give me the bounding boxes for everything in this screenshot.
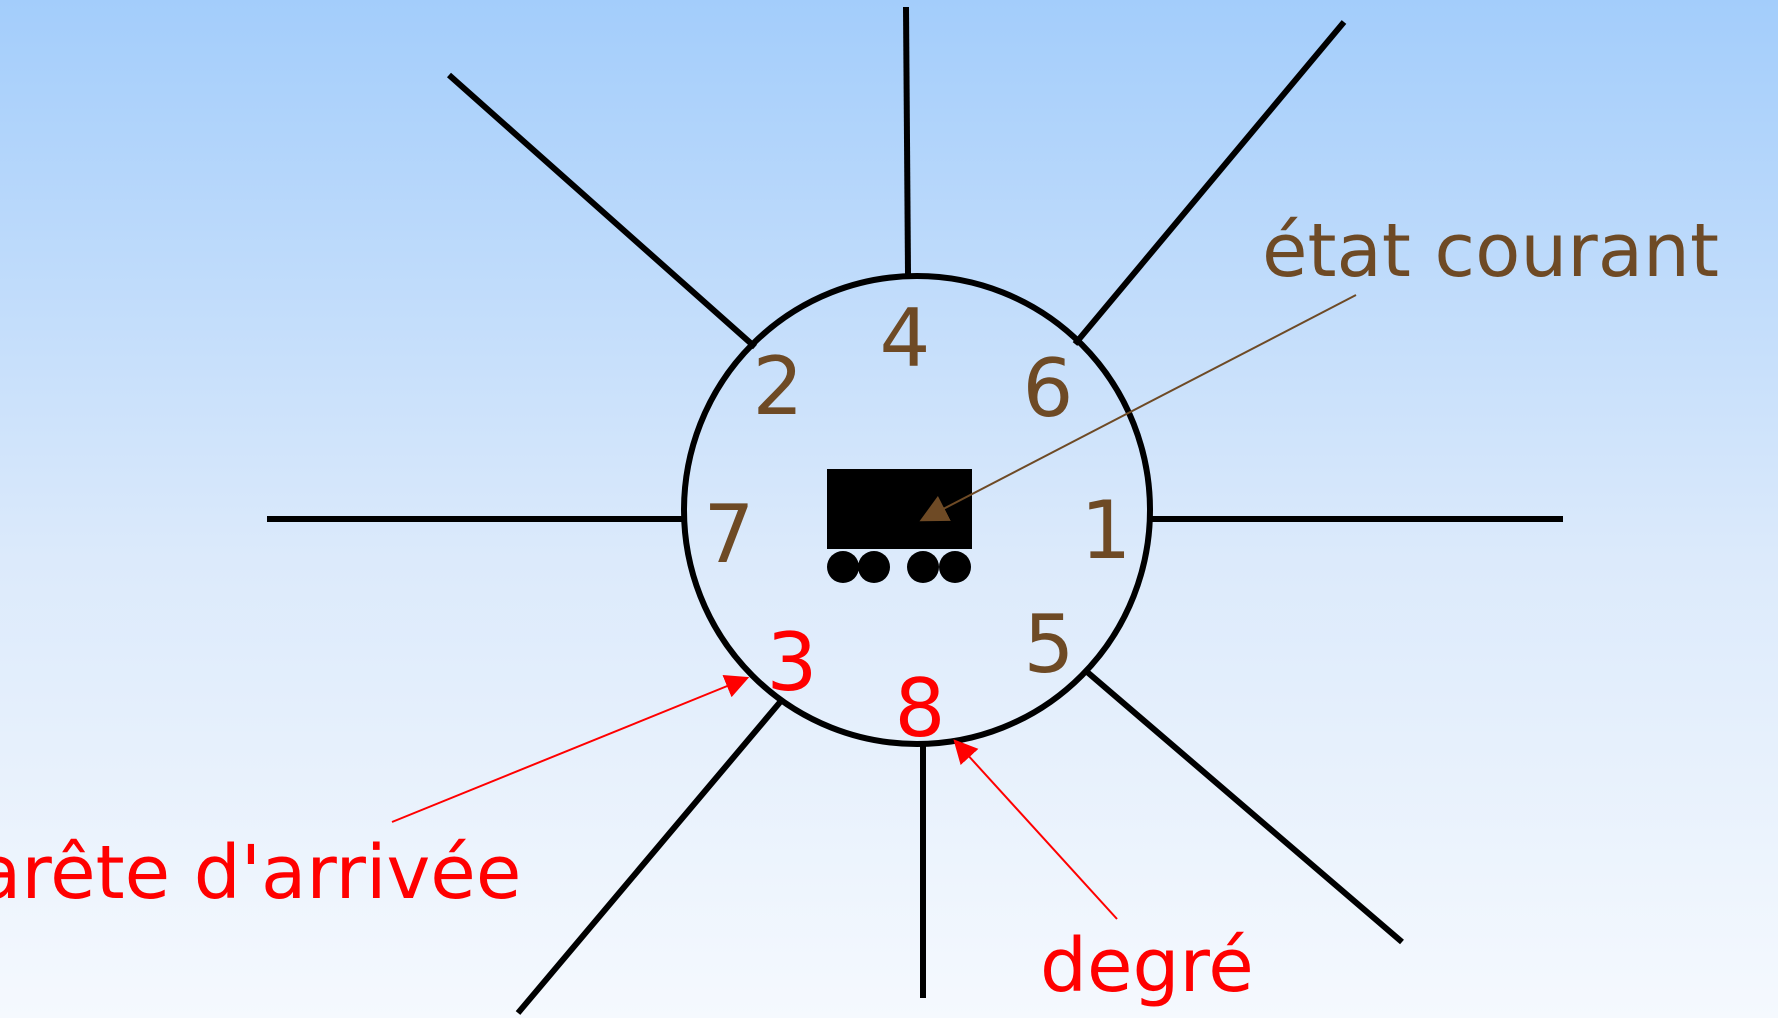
degree-label: degré	[1040, 923, 1254, 1009]
port-number-6: 6	[1023, 342, 1074, 435]
wagon-wheel	[827, 551, 859, 583]
arrival-edge-arrow	[391, 674, 750, 823]
port-number-8: 8	[895, 662, 946, 755]
degree-arrow	[953, 739, 1118, 920]
port-number-7: 7	[704, 488, 755, 581]
edges	[267, 6, 1563, 1015]
port-number-4: 4	[880, 292, 931, 385]
edge-top-right	[1072, 20, 1347, 346]
edge-bottom-right	[1084, 668, 1404, 945]
port-number-1: 1	[1081, 484, 1132, 577]
edge-bottom-left	[515, 699, 784, 1015]
wagon-icon	[827, 469, 972, 583]
port-number-3: 3	[767, 616, 818, 709]
port-number-2: 2	[753, 340, 804, 433]
port-number-5: 5	[1024, 598, 1075, 691]
edge-top	[903, 6, 911, 275]
wagon-wheel	[858, 551, 890, 583]
node-circle	[681, 273, 1153, 747]
arrival-edge-label: arête d'arrivée	[0, 830, 521, 916]
current-state-label: état courant	[1262, 208, 1719, 294]
wagon-wheel	[907, 551, 939, 583]
current-state-arrow	[919, 294, 1357, 522]
edge-top-left	[447, 72, 757, 350]
wagon-wheel	[939, 551, 971, 583]
wagon-body	[827, 469, 972, 549]
